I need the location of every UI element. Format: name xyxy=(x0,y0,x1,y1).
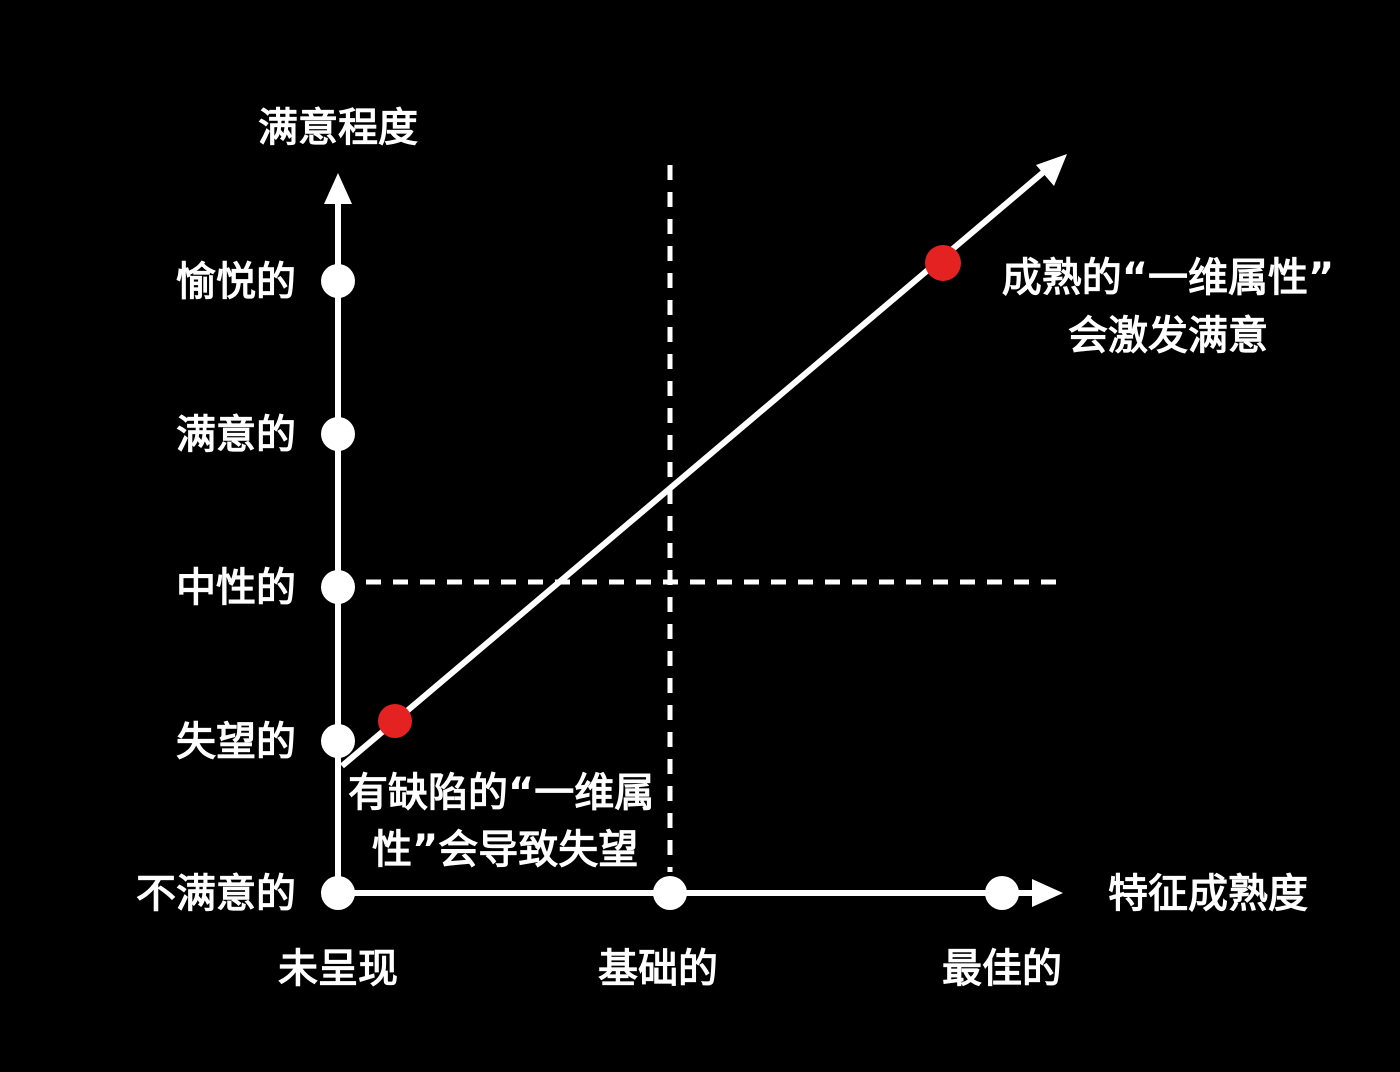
y-label-neutral: 中性的 xyxy=(176,565,296,611)
mature-annotation-line1: 成熟的“一维属性” xyxy=(1002,255,1335,301)
diagonal-arrowhead xyxy=(1036,154,1067,186)
defective-point xyxy=(378,704,412,738)
y-label-delighted: 愉悦的 xyxy=(176,259,296,305)
y-marker-neutral xyxy=(321,570,355,604)
y-axis-title: 满意程度 xyxy=(258,105,418,151)
y-marker-satisfied xyxy=(321,417,355,451)
x-label-absent: 未呈现 xyxy=(278,946,398,992)
y-axis-arrowhead xyxy=(324,173,352,204)
mature-point xyxy=(925,245,961,281)
x-marker-optimal xyxy=(985,876,1019,910)
defective-annotation-line2: 性”会导致失望 xyxy=(372,827,638,873)
y-label-disappointed: 失望的 xyxy=(176,719,296,765)
y-label-satisfied: 满意的 xyxy=(176,412,296,458)
x-axis-arrowhead xyxy=(1032,879,1063,907)
x-axis-title: 特征成熟度 xyxy=(1108,871,1308,917)
y-label-dissatisfied: 不满意的 xyxy=(136,871,296,917)
mature-annotation-line2: 会激发满意 xyxy=(1068,313,1268,359)
origin-marker xyxy=(321,876,355,910)
x-label-optimal: 最佳的 xyxy=(942,946,1062,992)
x-marker-basic xyxy=(653,876,687,910)
y-marker-delighted xyxy=(321,264,355,298)
x-label-basic: 基础的 xyxy=(598,946,718,992)
y-marker-disappointed xyxy=(321,724,355,758)
defective-annotation-line1: 有缺陷的“一维属 xyxy=(348,770,654,816)
